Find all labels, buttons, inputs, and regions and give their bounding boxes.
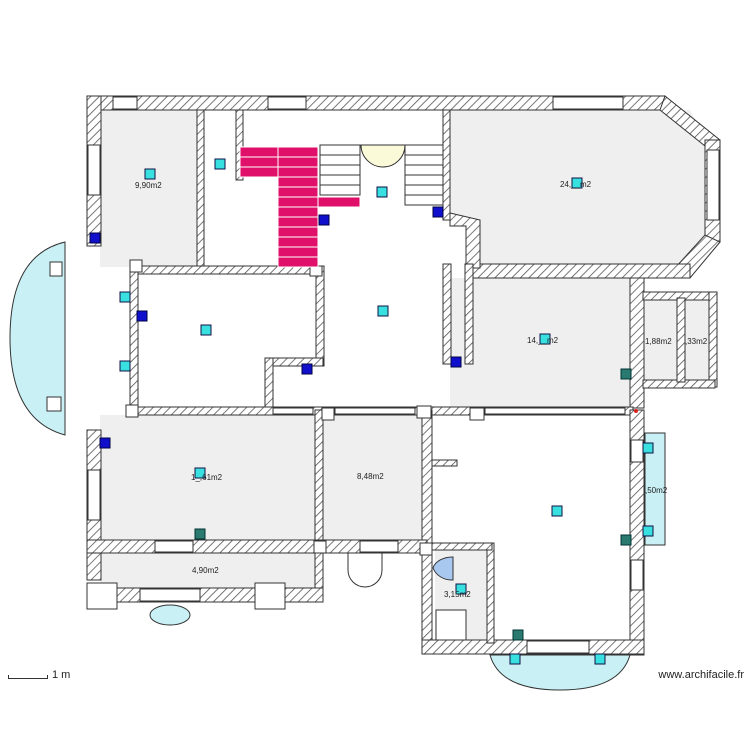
stairs-white <box>319 144 444 206</box>
room-label: 9,90m2 <box>135 181 162 190</box>
room-label: 1,88m2 <box>645 337 672 346</box>
bay-windows <box>9 241 666 691</box>
stairs-red <box>239 146 361 268</box>
room-labels: 9,90m2 24,__m2 14,__m2 1,88m2 ,33m2 1_,6… <box>135 180 708 599</box>
watermark-link[interactable]: www.archifacile.fr <box>658 669 744 681</box>
room-label: ,50m2 <box>645 486 668 495</box>
room-label: 14,__m2 <box>527 336 559 345</box>
scale-label: 1 m <box>52 669 71 681</box>
markers-blue <box>89 206 462 449</box>
doors <box>347 144 454 588</box>
scale-bar <box>8 675 48 679</box>
room-label: 3,15m2 <box>444 590 471 599</box>
room-label: ,33m2 <box>685 337 708 346</box>
red-dot <box>634 409 638 413</box>
markers-cyan <box>119 158 654 665</box>
room-label: 4,90m2 <box>192 566 219 575</box>
room-label: 8,48m2 <box>357 472 384 481</box>
scale-indicator: 1 m <box>8 669 78 685</box>
window-openings <box>86 96 720 654</box>
wall-posts <box>46 259 485 556</box>
room-label: 24,__m2 <box>560 180 592 189</box>
markers-teal <box>194 368 632 641</box>
room-label: 1_,61m2 <box>191 473 223 482</box>
